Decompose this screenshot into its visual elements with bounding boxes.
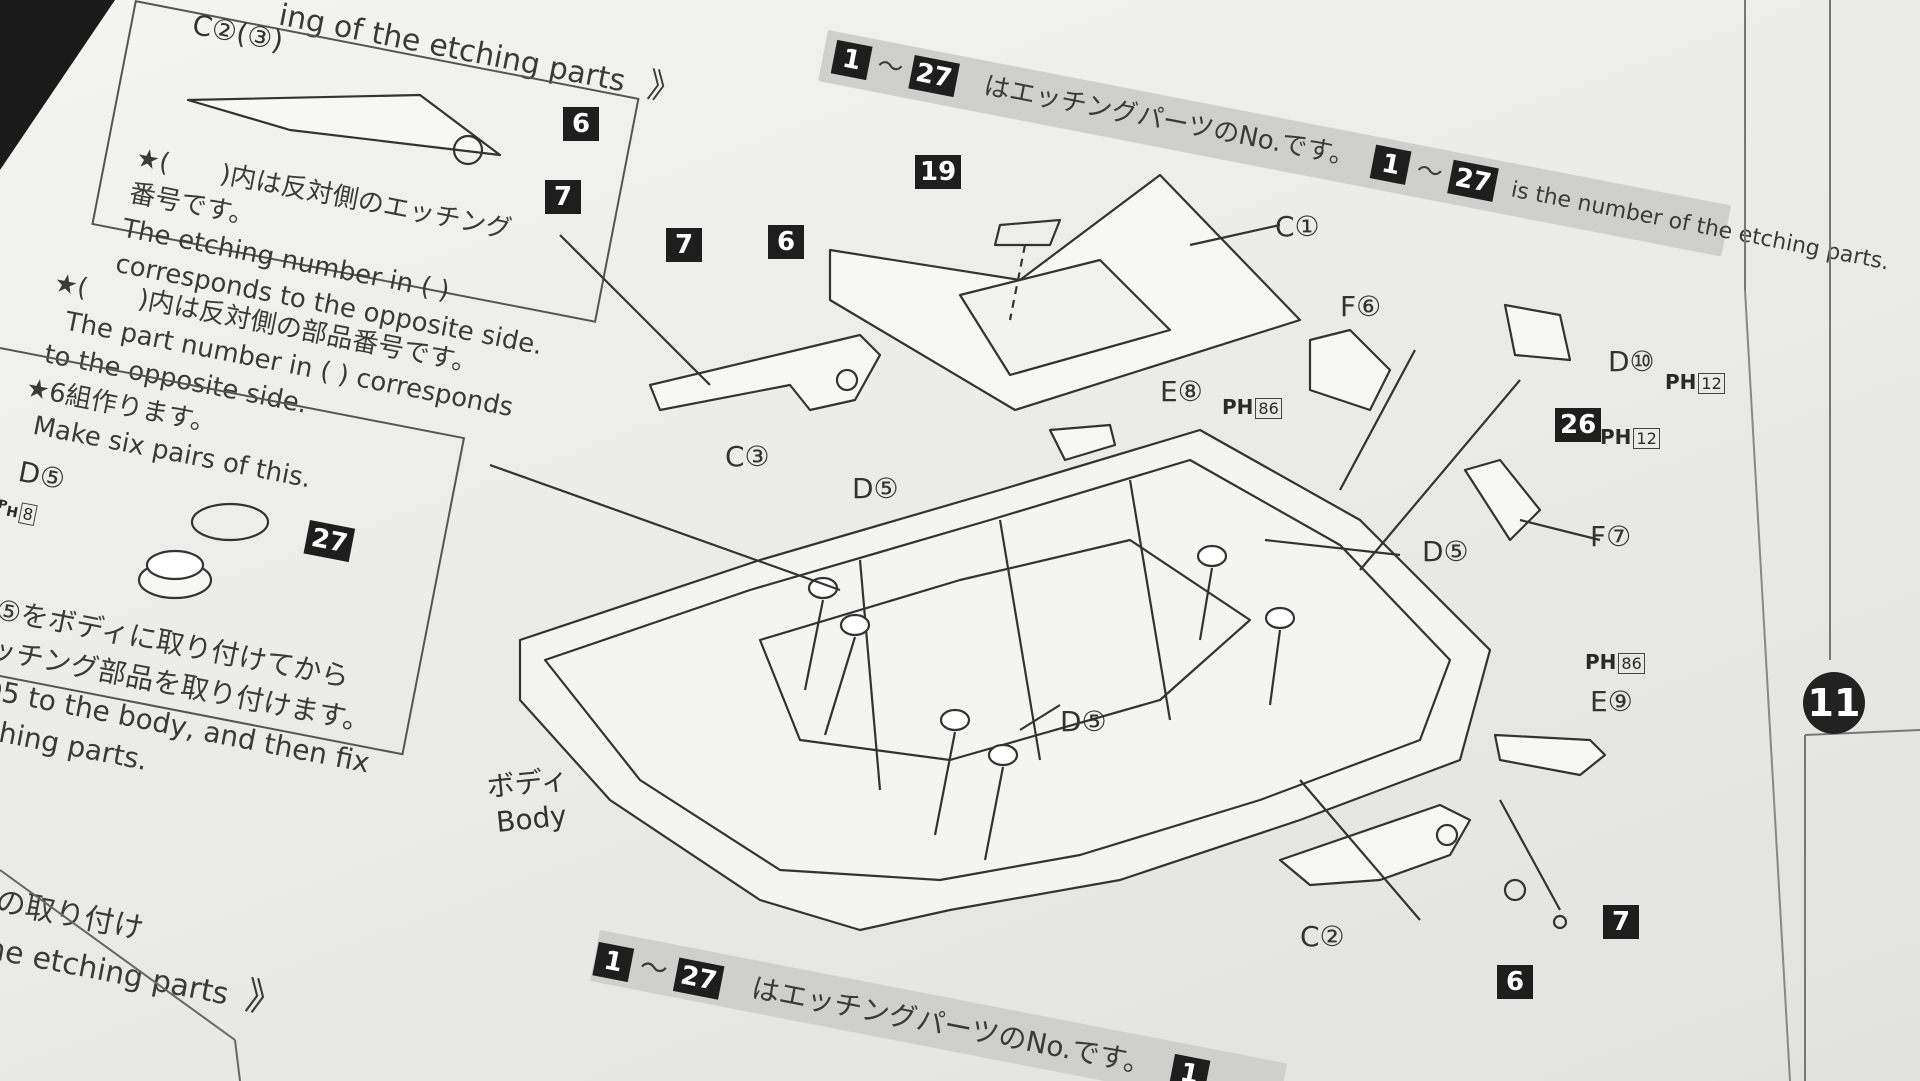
badge-number: 26 <box>1555 408 1602 442</box>
ph-number: 12 <box>1633 428 1660 449</box>
part-label-d5: D⑤ <box>1422 535 1469 568</box>
badge-number: 6 <box>1497 965 1533 999</box>
badge-7-detail: 7 <box>545 180 581 214</box>
badge-number: 7 <box>666 228 702 262</box>
ph-prefix: PH <box>1585 650 1617 674</box>
part-label-d5: D⑤ <box>1060 705 1107 738</box>
badge-6: 6 <box>768 225 804 259</box>
ph-number: 86 <box>1255 398 1282 419</box>
badge-19: 19 <box>915 155 962 189</box>
badge-26: 26 <box>1555 408 1602 442</box>
ph-prefix: PH <box>1665 370 1697 394</box>
ph-prefix: PH <box>1600 425 1632 449</box>
step-number-badge: 11 <box>1803 672 1865 734</box>
part-label-c1: C① <box>1275 210 1320 243</box>
badge-6-right: 6 <box>1497 965 1533 999</box>
badge-7: 7 <box>666 228 702 262</box>
badge-7-right: 7 <box>1603 905 1639 939</box>
badge-number: 7 <box>1603 905 1639 939</box>
part-label-e9: E⑨ <box>1590 685 1633 718</box>
part-label-f6: F⑥ <box>1340 290 1382 323</box>
part-label-e8: E⑧ <box>1160 375 1203 408</box>
ph-number: 12 <box>1698 373 1725 394</box>
badge-number: 19 <box>915 155 962 189</box>
part-label-c3: C③ <box>725 440 770 473</box>
badge-6-detail: 6 <box>563 107 599 141</box>
body-label: ボディ Body <box>485 761 574 841</box>
part-label-c2: C② <box>1300 920 1345 953</box>
ph-number: 86 <box>1618 653 1645 674</box>
part-label-d5: D⑤ <box>852 472 899 505</box>
badge-number: 7 <box>545 180 581 214</box>
part-label-f7: F⑦ <box>1590 520 1632 553</box>
badge-number: 6 <box>768 225 804 259</box>
part-label-d10: D⑩ <box>1608 345 1655 378</box>
ph-prefix: PH <box>1222 395 1254 419</box>
badge-number: 6 <box>563 107 599 141</box>
